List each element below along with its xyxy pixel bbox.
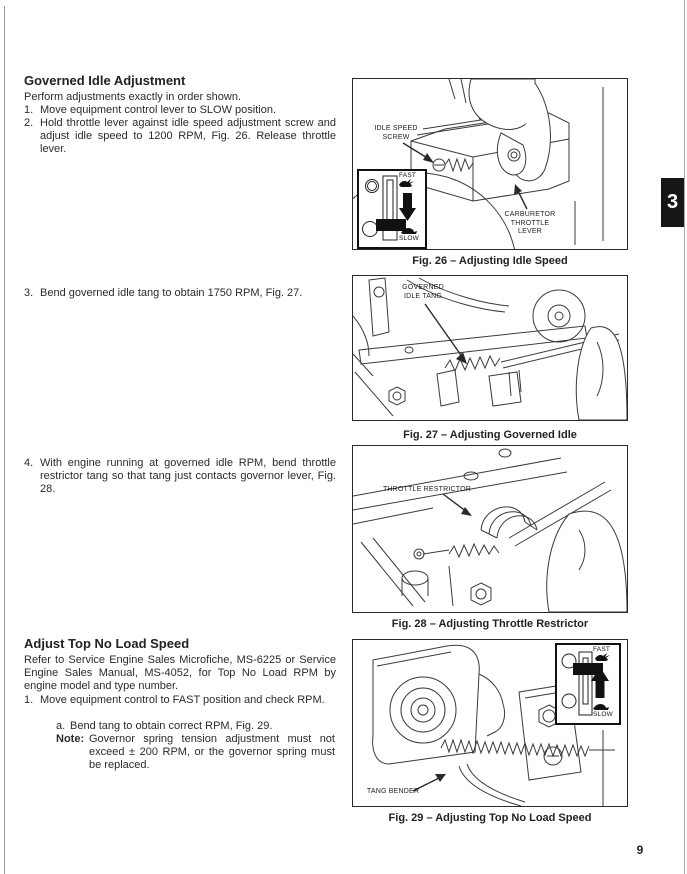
slider-knob-slow — [376, 219, 406, 231]
chapter-tab-number: 3 — [666, 191, 679, 213]
list-item-number: 2. — [24, 117, 34, 129]
callout-arrow-idle-speed-screw — [402, 142, 434, 163]
list-item-text: Move equipment control to FAST position … — [40, 694, 325, 706]
list-item-text: Move equipment control lever to SLOW pos… — [40, 104, 277, 116]
speed-control-inset: FAST SLOW — [555, 643, 621, 725]
page-right-border — [684, 0, 685, 874]
figure-28-caption: Fig. 28 – Adjusting Throttle Restrictor — [391, 618, 589, 630]
list-item-number: 3. — [24, 287, 34, 299]
section-intro: Perform adjustments exactly in order sho… — [24, 91, 242, 103]
figure-label-tang-bender: TANG BENDER — [366, 788, 420, 795]
list-item: 4. With engine running at governed idle … — [24, 457, 336, 497]
sub-list-item: a. Bend tang to obtain correct RPM, Fig.… — [56, 720, 336, 733]
list-item: 1. Move equipment control to FAST positi… — [24, 694, 336, 707]
note-block: Note: Governor spring tension adjustment… — [56, 733, 335, 773]
callout-arrow-throttle-restrictor — [442, 493, 472, 516]
list-item-number: 4. — [24, 457, 34, 469]
inset-slow-label: SLOW — [399, 235, 419, 242]
section-intro: Refer to Service Engine Sales Microfiche… — [24, 654, 336, 693]
section-heading-top-no-load: Adjust Top No Load Speed — [24, 636, 190, 651]
figure-26: IDLE SPEED SCREW CARBURETOR THROTTLE LEV… — [352, 78, 628, 250]
figure-29-caption: Fig. 29 – Adjusting Top No Load Speed — [388, 812, 592, 824]
inset-slow-label: SLOW — [593, 711, 613, 718]
up-arrow-icon — [591, 667, 609, 698]
speed-control-inset: FAST SLOW — [357, 169, 427, 249]
list-item: 2. Hold throttle lever against idle spee… — [24, 117, 336, 157]
list-item-text: Hold throttle lever against idle speed a… — [40, 117, 336, 156]
figure-28-art — [353, 448, 627, 612]
callout-arrow-tang-bender — [412, 774, 446, 792]
list-item-text: With engine running at governed idle RPM… — [40, 457, 336, 496]
rabbit-icon — [399, 179, 414, 187]
section-heading-governed-idle: Governed Idle Adjustment — [24, 73, 186, 88]
figure-29: TANG BENDER — [352, 639, 628, 807]
list-item-number: 1. — [24, 694, 34, 706]
note-label: Note: — [56, 733, 85, 745]
callout-arrow-carburetor-throttle-lever — [514, 184, 528, 210]
figure-27: GOVERNED IDLE TANG — [352, 275, 628, 421]
speed-control-inset-art — [362, 175, 417, 241]
slider-knob-fast — [573, 663, 603, 675]
figure-label-throttle-restrictor: THROTTLE RESTRICTOR — [382, 486, 472, 493]
turtle-icon — [593, 704, 609, 710]
callout-arrow-governed-idle-tang — [424, 303, 467, 364]
turtle-icon — [401, 228, 417, 234]
page-left-border — [4, 6, 5, 874]
figure-label-governed-idle-tang: GOVERNED IDLE TANG — [402, 284, 444, 300]
chapter-tab: 3 — [661, 178, 684, 227]
speed-control-inset-art — [561, 651, 610, 716]
sub-item-letter: a. — [56, 720, 66, 732]
note-text: Governor spring tension adjustment must … — [89, 733, 335, 772]
sub-item-text: Bend tang to obtain correct RPM, Fig. 29… — [70, 720, 273, 732]
down-arrow-icon — [399, 193, 416, 221]
figure-26-caption: Fig. 26 – Adjusting Idle Speed — [412, 255, 568, 267]
list-item: 3. Bend governed idle tang to obtain 175… — [24, 287, 336, 300]
figure-label-idle-speed-screw: IDLE SPEED SCREW — [374, 125, 418, 141]
list-item: 1. Move equipment control lever to SLOW … — [24, 104, 336, 117]
inset-fast-label: FAST — [399, 172, 417, 179]
inset-fast-label: FAST — [593, 646, 611, 653]
list-item-number: 1. — [24, 104, 34, 116]
list-item-text: Bend governed idle tang to obtain 1750 R… — [40, 287, 303, 299]
figure-27-art — [353, 277, 627, 420]
page-number: 9 — [636, 843, 644, 857]
rabbit-icon — [595, 653, 610, 661]
figure-27-caption: Fig. 27 – Adjusting Governed Idle — [403, 429, 577, 441]
figure-26-art — [353, 79, 604, 249]
figure-28: THROTTLE RESTRICTOR — [352, 445, 628, 613]
figure-label-carburetor-throttle-lever: CARBURETOR THROTTLE LEVER — [504, 211, 556, 235]
